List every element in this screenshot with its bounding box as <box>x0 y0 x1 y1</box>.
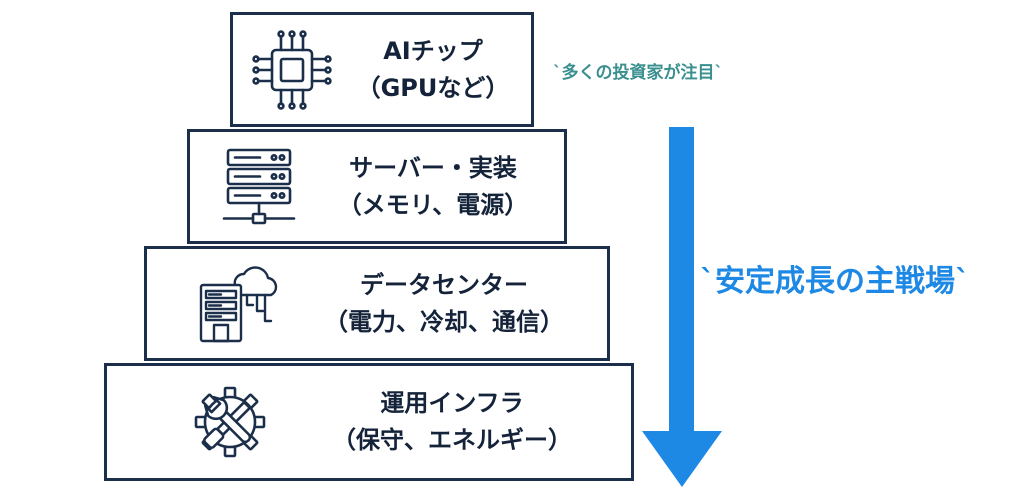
gear-wrench-icon <box>187 379 273 465</box>
tier-subtitle: （電力、冷却、通信） <box>324 307 564 336</box>
tier-subtitle: （メモリ、電源） <box>337 190 529 219</box>
tier-label: データセンター （電力、冷却、通信） <box>287 249 601 358</box>
tier-title: サーバー・実装 <box>349 153 517 182</box>
tier-title: データセンター <box>360 270 528 299</box>
datacenter-cloud-icon <box>195 261 281 347</box>
pyramid-tier-ai-chip: AIチップ （GPUなど） <box>230 12 534 127</box>
pyramid-tier-server: サーバー・実装 （メモリ、電源） <box>187 129 567 244</box>
cpu-chip-icon <box>249 27 335 113</box>
pyramid-tier-operations: 運用インフラ （保守、エネルギー） <box>104 363 634 481</box>
tier-title: 運用インフラ <box>380 389 524 417</box>
investor-focus-note: `多くの投資家が注目` <box>553 63 723 83</box>
tier-label: 運用インフラ （保守、エネルギー） <box>279 366 625 478</box>
stable-growth-label: `安定成長の主戦場` <box>700 264 970 299</box>
down-arrow-icon <box>642 127 722 487</box>
pyramid-tier-datacenter: データセンター （電力、冷却、通信） <box>144 246 610 361</box>
tier-label: サーバー・実装 （メモリ、電源） <box>308 132 558 241</box>
tier-label: AIチップ （GPUなど） <box>341 15 525 124</box>
tier-subtitle: （保守、エネルギー） <box>332 426 572 454</box>
tier-title: AIチップ <box>383 36 483 65</box>
tier-subtitle: （GPUなど） <box>356 73 510 102</box>
server-rack-icon <box>216 144 302 230</box>
